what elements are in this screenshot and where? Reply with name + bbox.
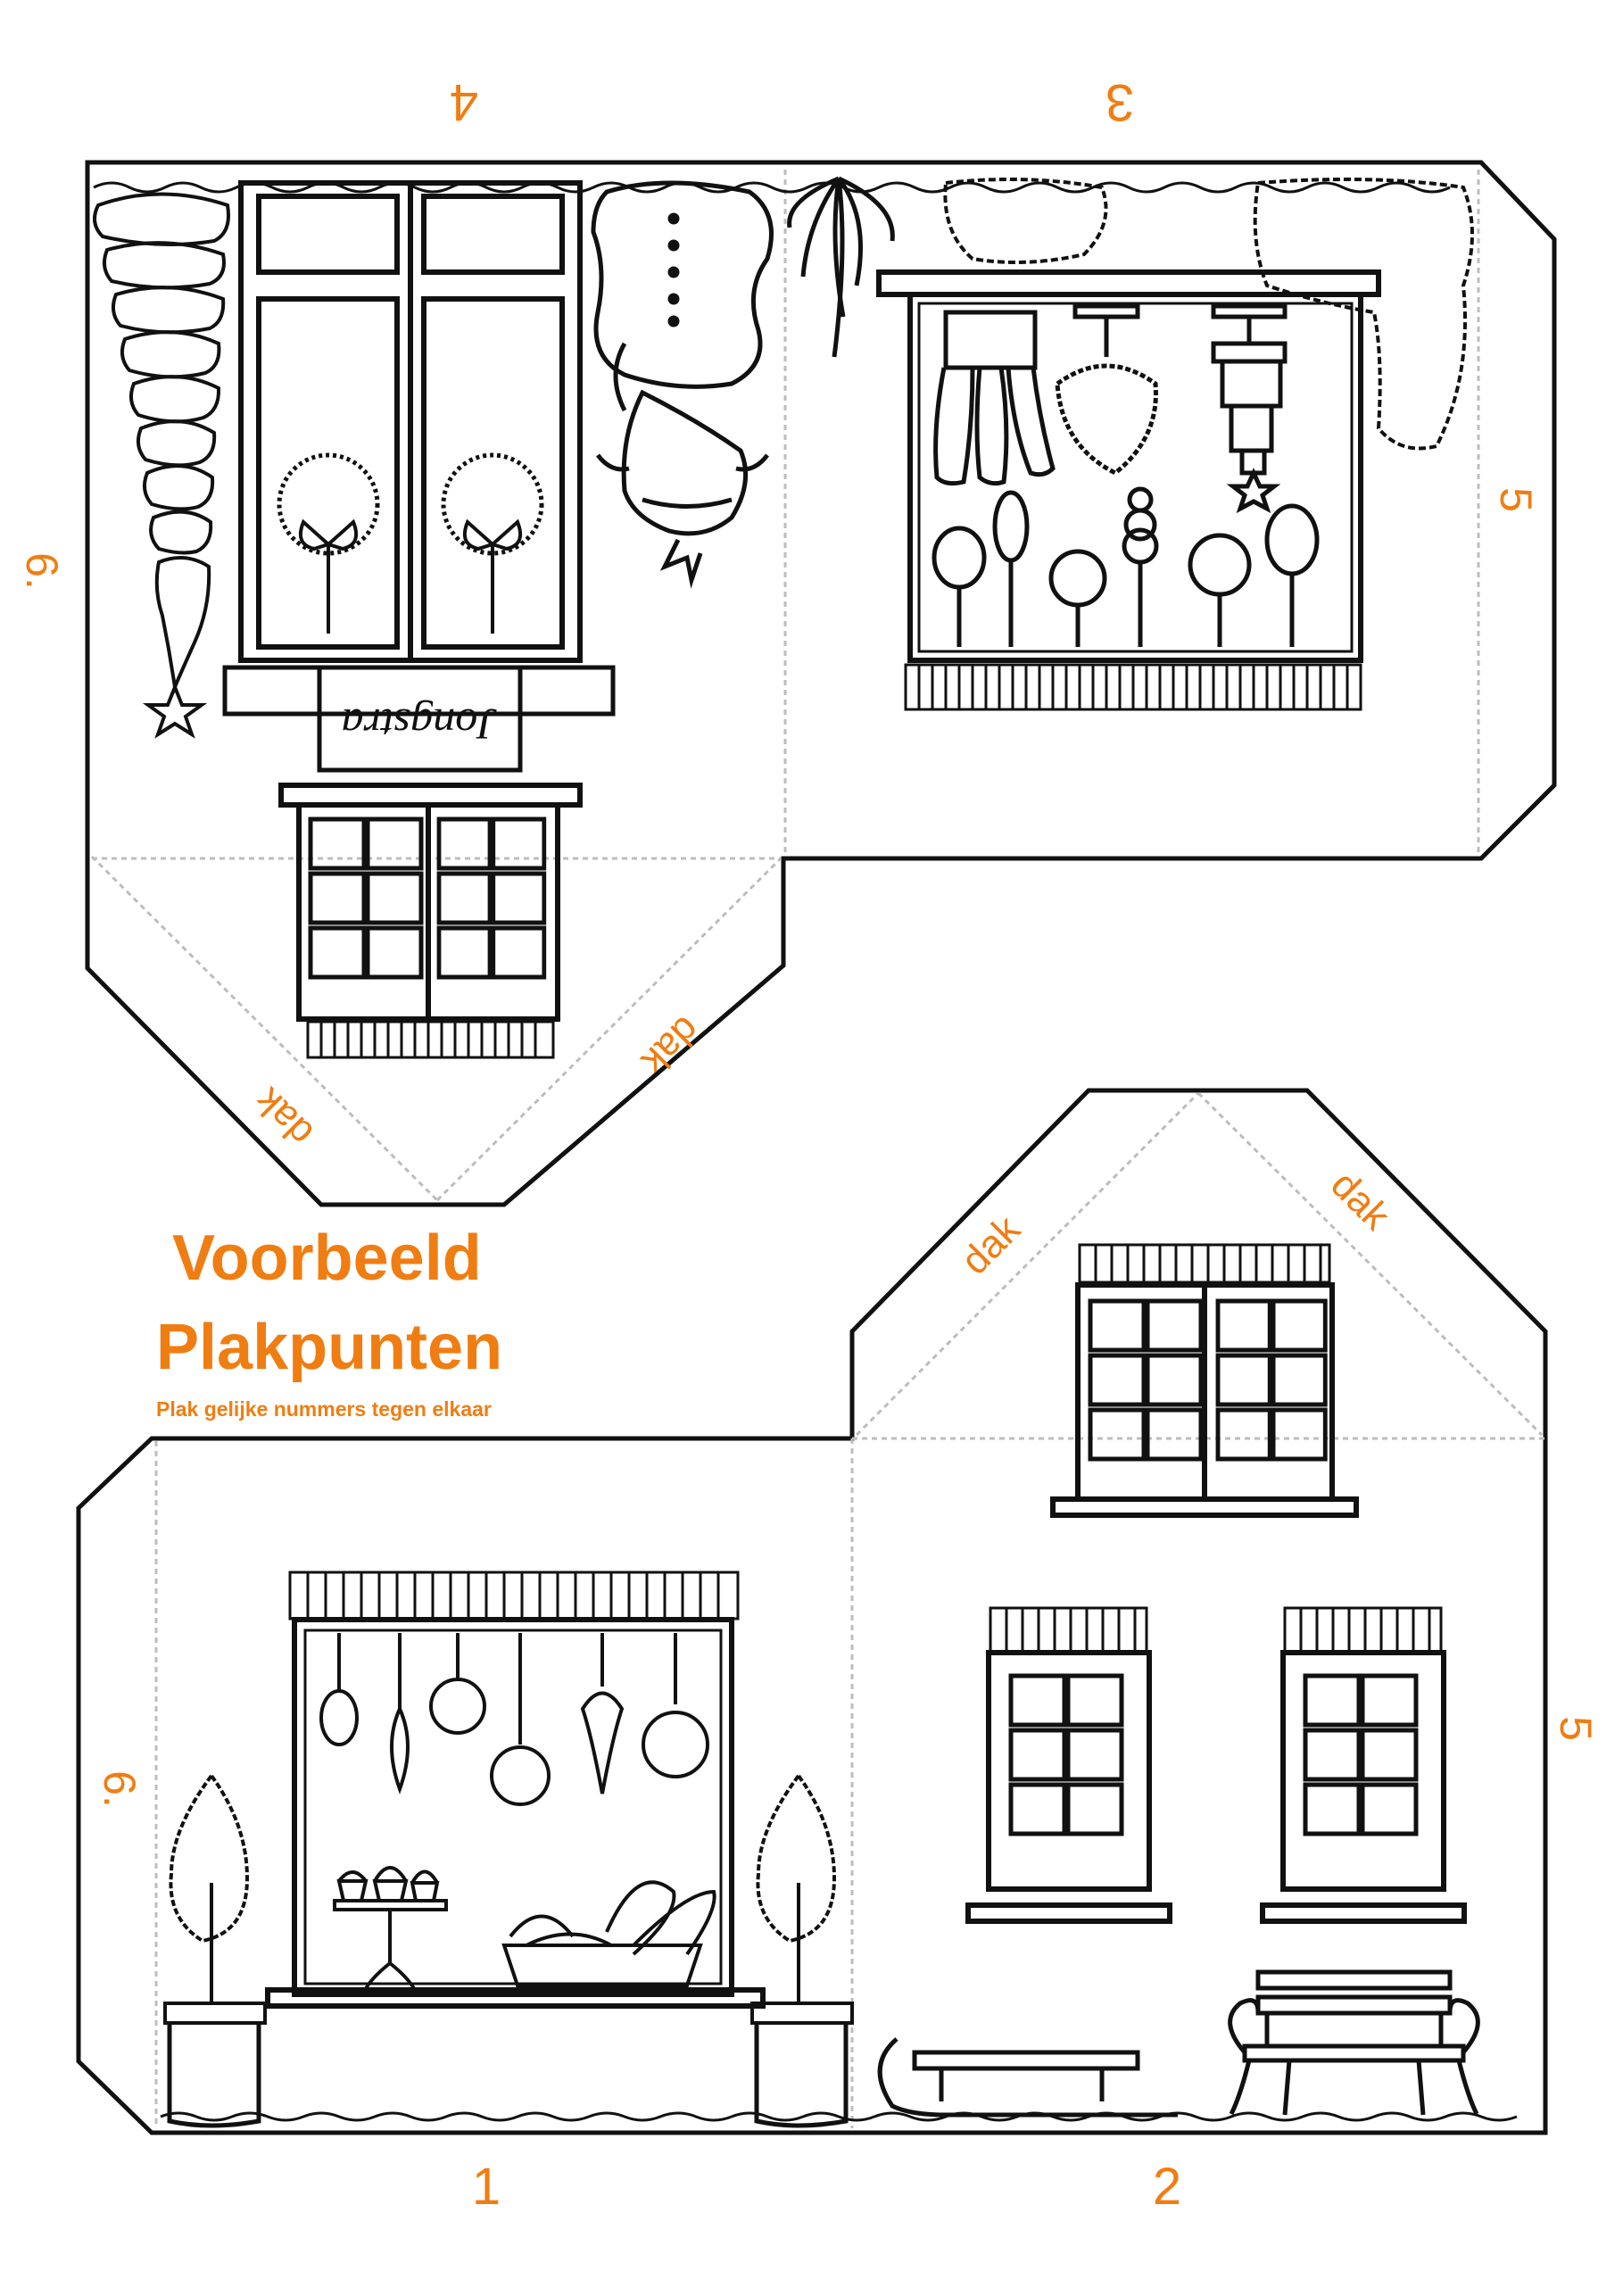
bottom-piece-outline (76, 1088, 1548, 2135)
potted-tree-icon (163, 1772, 267, 2128)
potted-tree-icon (750, 1772, 854, 2128)
sausage-icon (933, 310, 1056, 486)
top-piece-outline (85, 160, 1557, 1207)
top-right-side-number: 5 (1491, 487, 1541, 512)
bottom-right-side-number: 5 (1551, 1716, 1601, 1741)
bottom-left-side-number: 6. (95, 1770, 145, 1808)
bread-icon (501, 1880, 716, 1987)
snowman-icon (591, 180, 774, 589)
top-display-window (876, 269, 1381, 663)
bottom-number-left: 1 (472, 2158, 501, 2216)
top-left-side-number: 6. (17, 552, 67, 590)
cupcake-icon (333, 1866, 448, 1995)
lollipop-icon (932, 486, 1320, 647)
top-number-right: 3 (1105, 73, 1134, 131)
wreath-icon (277, 452, 380, 634)
bottom-shop-window (265, 1571, 766, 2009)
top-display-shutter (904, 663, 1362, 711)
bauble-icon (319, 1633, 709, 1806)
top-house-piece: Jongstra (17, 73, 1557, 1207)
bottom-snow-edge (160, 2111, 1518, 2122)
plant-icon (787, 176, 895, 358)
top-shop-sign-text: Jongstra (342, 700, 498, 750)
top-window-wreaths (238, 180, 583, 663)
bottom-number-right: 2 (1153, 2158, 1181, 2216)
cone-tree-icon (93, 192, 230, 739)
title-voorbeeld: Voorbeeld (172, 1223, 482, 1294)
bottom-lower-window-right (1260, 1606, 1467, 1924)
bottom-lower-window-left (965, 1606, 1172, 1924)
info-block: Voorbeeld Plakpunten Plak gelijke nummer… (156, 1214, 620, 1422)
top-dak-right: dak (633, 1007, 709, 1084)
top-shop-sign (317, 665, 523, 773)
bench-icon (1228, 1969, 1480, 2116)
title-plakpunten: Plakpunten (156, 1312, 503, 1383)
wreath-icon (441, 452, 544, 634)
sled-icon (877, 2037, 1178, 2118)
top-small-window (278, 783, 583, 1022)
top-small-window-shutter (306, 1020, 555, 1059)
lamp-icon (1055, 303, 1288, 514)
top-fold-lines (90, 170, 1480, 1202)
instruction-text: Plak gelijke nummers tegen elkaar (156, 1397, 492, 1421)
top-dak-left: dak (245, 1079, 322, 1156)
top-number-left: 4 (450, 73, 478, 131)
bottom-upper-window (1050, 1243, 1359, 1518)
